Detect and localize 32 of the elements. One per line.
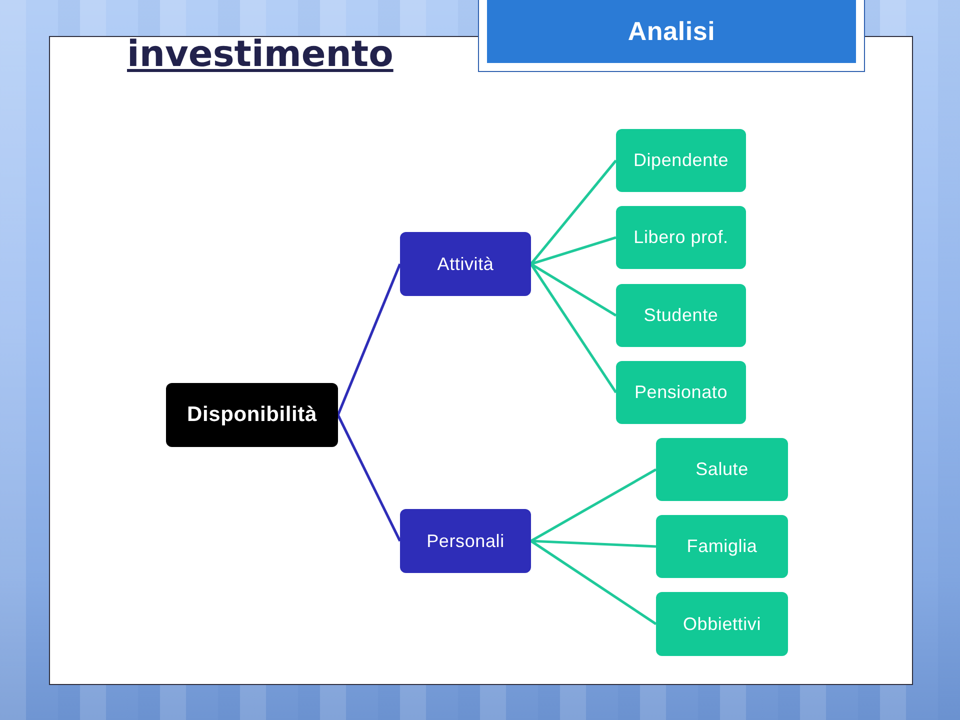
connector-line <box>530 236 616 266</box>
connector-line <box>336 414 402 542</box>
node-label: Pensionato <box>634 382 728 403</box>
node-label: Personali <box>426 530 504 552</box>
connector-line <box>530 468 657 542</box>
node-label: Disponibilità <box>187 403 317 427</box>
leaf-box <box>656 515 788 578</box>
connector-line <box>530 160 617 265</box>
connector-line <box>530 540 657 626</box>
node-label: Salute <box>696 459 748 480</box>
node-label: Dipendente <box>633 150 729 171</box>
node-label: Libero prof. <box>634 227 728 248</box>
node-label: Obbiettivi <box>682 614 762 634</box>
title-banner <box>478 0 865 72</box>
leaf-box <box>656 592 788 656</box>
connector-line <box>530 262 617 317</box>
leaf-box <box>616 129 746 192</box>
node-label: Famiglia <box>686 536 758 557</box>
leaf-box <box>616 284 746 347</box>
leaf-box <box>616 206 746 269</box>
connector-line <box>530 540 656 548</box>
root-topic-box <box>166 383 338 447</box>
node-label: Studente <box>644 305 718 326</box>
connector-line <box>530 263 618 394</box>
slide-title: investimento <box>127 35 394 75</box>
leaf-box <box>656 438 788 501</box>
node-label: Attività <box>437 254 494 274</box>
branch-box <box>400 509 531 573</box>
leaf-box <box>616 361 746 424</box>
banner-title: Analisi <box>487 0 856 63</box>
connector-line <box>336 264 402 416</box>
branch-box <box>400 232 531 296</box>
